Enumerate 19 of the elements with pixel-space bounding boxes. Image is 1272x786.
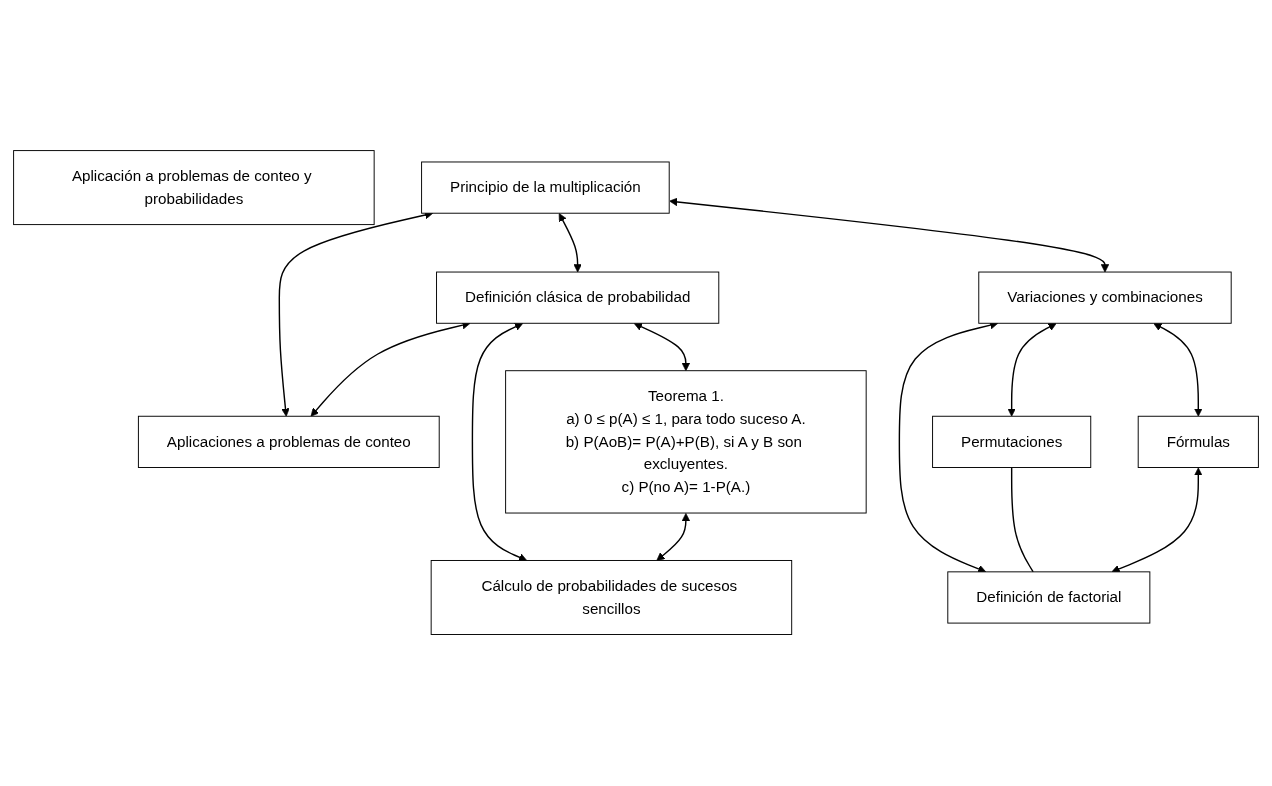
arrow	[1007, 323, 1057, 418]
arrow	[656, 513, 691, 562]
node-box: Permutaciones	[932, 416, 1092, 469]
node-box: Variaciones y combinaciones	[978, 272, 1232, 325]
arrow	[669, 198, 1110, 273]
node-box: Principio de la multiplicación	[421, 161, 670, 215]
node-box: Aplicación a problemas de conteo y probabilidades	[13, 150, 375, 226]
node-box: Definición clásica de probabilidad	[436, 272, 720, 325]
arrow	[633, 323, 691, 372]
node-box: Aplicaciones a problemas de conteo	[137, 416, 440, 469]
node-box: Definición de factorial	[947, 571, 1151, 625]
arrow	[471, 323, 528, 562]
node-box: Fórmulas	[1137, 416, 1259, 469]
node-box: Cálculo de probabilidades de sucesos sencillos	[430, 560, 793, 636]
arrow	[558, 213, 582, 273]
connector	[1010, 467, 1034, 574]
arrow	[1111, 467, 1203, 574]
arrow	[1153, 323, 1203, 418]
node-box: Teorema 1. a) 0 ≤ p(A) ≤ 1, para todo suceso A. b) P(AoB)= P(A)+P(B), si A y B son excluyentes. c) P(no A)= 1-P(A.)	[505, 370, 867, 514]
